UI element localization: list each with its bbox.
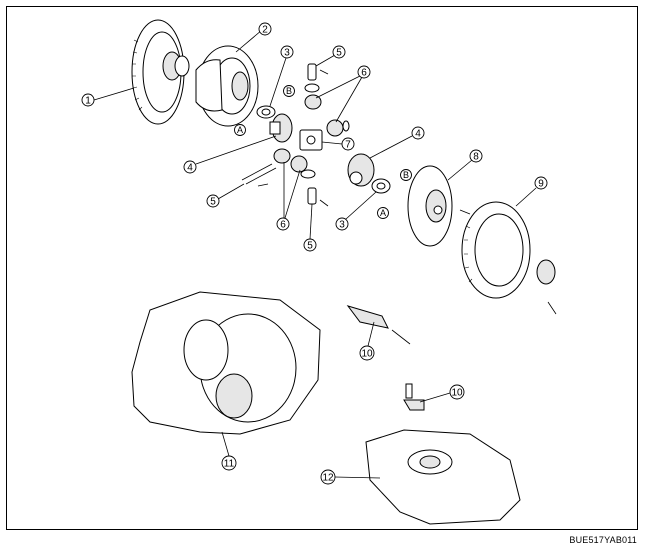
pinion-shaft-block <box>299 129 323 151</box>
differential-case <box>195 45 259 127</box>
callout-1: 1 <box>81 87 135 107</box>
callout-2: 2 <box>235 22 272 53</box>
svg-text:3: 3 <box>339 220 345 231</box>
svg-text:5: 5 <box>336 48 342 59</box>
callout-4-left: 4 <box>183 135 277 174</box>
callout-6-bottom: 6 <box>276 162 301 231</box>
figure-code: BUE517YAB011 <box>569 535 637 545</box>
svg-text:12: 12 <box>322 473 334 484</box>
callout-7: 7 <box>321 137 355 151</box>
diagram-frame <box>6 6 638 530</box>
svg-text:5: 5 <box>307 241 313 252</box>
bracket-upper <box>346 305 411 345</box>
callout-5-left: 5 <box>206 183 245 208</box>
callout-5-top: 5 <box>315 45 346 67</box>
reference-marker-a-lower: A <box>377 207 389 219</box>
pinion-shaft-pins <box>241 63 329 207</box>
svg-text:8: 8 <box>473 152 479 163</box>
reference-marker-b-upper: B <box>283 85 295 97</box>
callout-8: 8 <box>447 149 483 181</box>
svg-text:2: 2 <box>262 25 268 36</box>
ring-gear-right <box>461 201 557 315</box>
callout-10-upper: 10 <box>359 321 375 361</box>
bracket-lower <box>403 383 425 411</box>
svg-text:9: 9 <box>538 179 544 190</box>
svg-text:B: B <box>286 86 292 96</box>
svg-text:10: 10 <box>361 349 373 360</box>
callout-5-bottom: 5 <box>303 203 317 252</box>
svg-text:11: 11 <box>224 459 235 470</box>
transaxle-case <box>131 291 321 435</box>
svg-text:A: A <box>380 208 386 218</box>
callout-6-top: 6 <box>315 65 371 123</box>
reference-marker-a-upper: A <box>234 124 246 136</box>
svg-text:A: A <box>237 125 243 135</box>
differential-case-half <box>407 165 471 247</box>
svg-text:1: 1 <box>85 96 91 107</box>
svg-text:6: 6 <box>361 68 367 79</box>
callout-10-lower: 10 <box>419 384 465 403</box>
callout-12: 12 <box>320 469 381 485</box>
reference-marker-b-lower: B <box>400 169 412 181</box>
clutch-housing <box>365 429 521 525</box>
pinion-gears <box>273 83 350 179</box>
ring-gear-left <box>131 19 190 125</box>
callout-3-lower: 3 <box>335 191 377 231</box>
callout-3-upper: 3 <box>269 45 294 107</box>
svg-text:10: 10 <box>451 388 463 399</box>
svg-text:6: 6 <box>280 220 286 231</box>
side-gear-lower <box>347 153 375 187</box>
callout-9: 9 <box>515 176 548 207</box>
svg-text:7: 7 <box>345 140 351 151</box>
side-gear-upper <box>269 113 293 143</box>
svg-text:4: 4 <box>415 129 421 140</box>
callout-4-right: 4 <box>369 126 425 159</box>
svg-text:3: 3 <box>284 48 290 59</box>
svg-text:4: 4 <box>187 163 193 174</box>
svg-text:B: B <box>403 170 409 180</box>
svg-text:5: 5 <box>210 197 216 208</box>
callout-11: 11 <box>221 431 237 471</box>
